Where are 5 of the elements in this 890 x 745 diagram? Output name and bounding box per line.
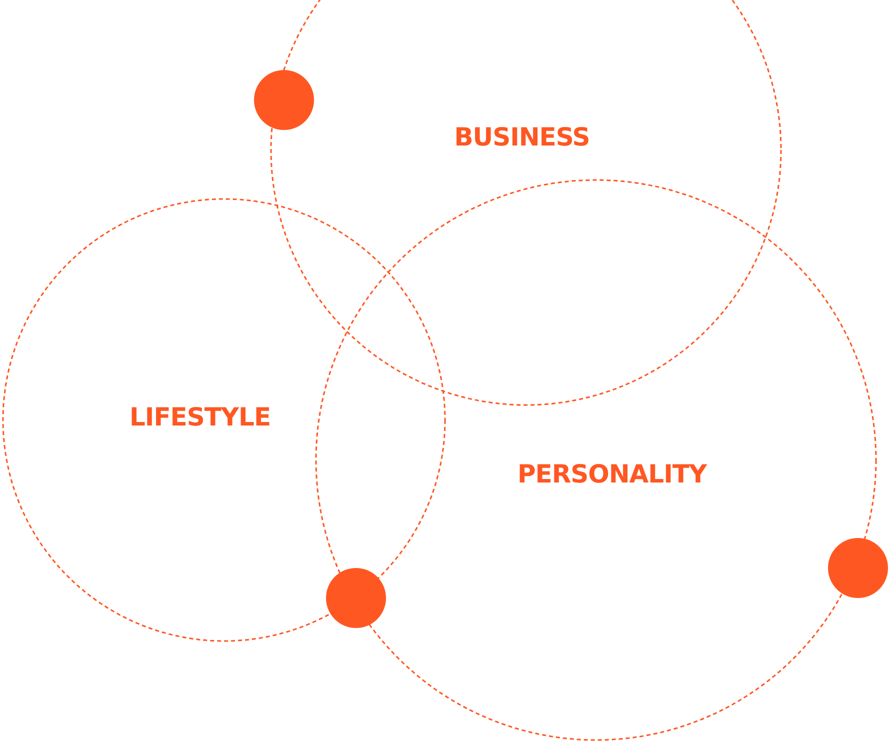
venn-circle xyxy=(315,179,877,741)
circle-label: BUSINESS xyxy=(454,122,590,152)
venn-circle xyxy=(2,198,446,642)
circle-label: PERSONALITY xyxy=(517,460,707,488)
circle-label: LIFESTYLE xyxy=(129,402,271,432)
